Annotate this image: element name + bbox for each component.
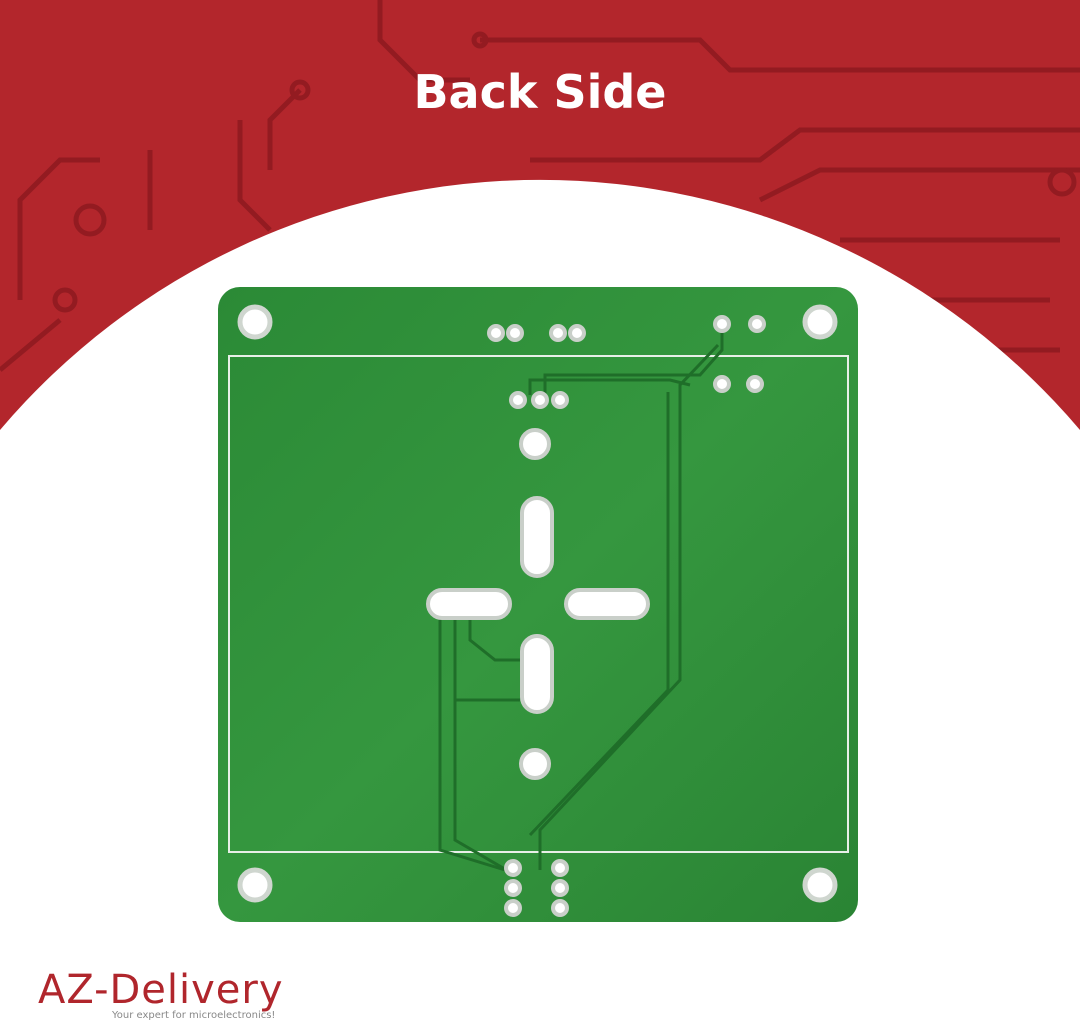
brand-logo: AZ-Delivery Your expert for microelectro… [38, 970, 284, 1022]
pcb-board [218, 287, 858, 922]
brand-tagline: Your expert for microelectronics! [112, 1010, 276, 1021]
pads [426, 315, 766, 917]
mounting-holes [237, 304, 838, 903]
banner-title: Back Side [413, 65, 667, 119]
brand-logo-text: AZ-Delivery [38, 967, 284, 1013]
circuit-pattern [0, 0, 1080, 372]
traces [438, 330, 724, 877]
